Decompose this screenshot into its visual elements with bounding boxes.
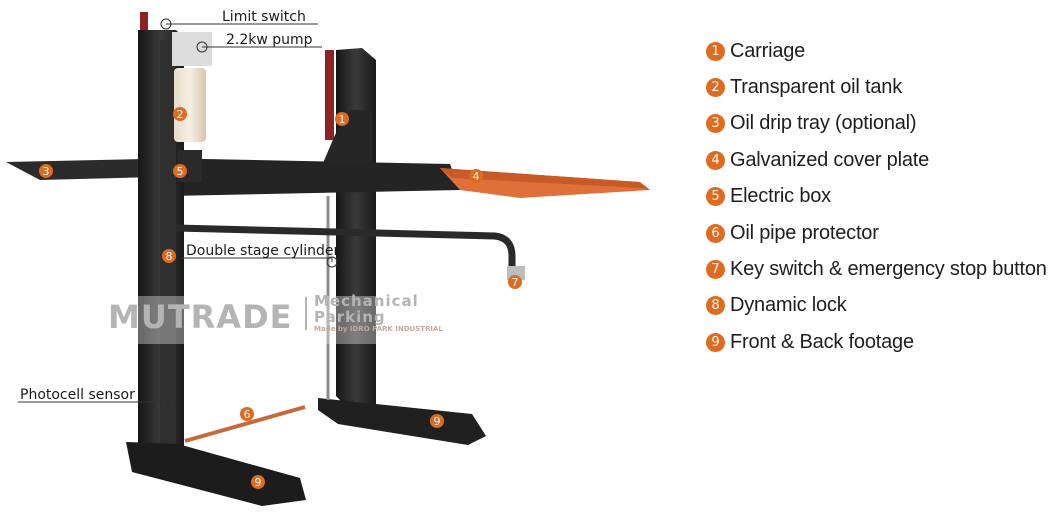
marker-5: 5: [173, 164, 187, 178]
watermark-brand: MUTRADE: [108, 298, 292, 336]
rear-right-post: [320, 48, 376, 410]
legend-number-badge: 9: [706, 332, 725, 352]
svg-text:9: 9: [434, 415, 441, 428]
red-rod: [325, 50, 334, 140]
svg-text:7: 7: [512, 276, 519, 289]
marker-7: 7: [508, 275, 522, 289]
callout-cylinder: Double stage cylinder: [186, 243, 340, 259]
svg-text:6: 6: [244, 408, 251, 421]
marker-8: 8: [162, 249, 176, 263]
legend-number-badge: 5: [706, 187, 725, 207]
watermark-line3: Made by IDRO PARK INDUSTRIAL: [314, 325, 443, 333]
legend-number-badge: 8: [706, 296, 725, 316]
oil-tank: [174, 68, 206, 142]
legend-number-badge: 7: [706, 260, 725, 280]
marker-1: 1: [335, 112, 349, 126]
legend-number-badge: 1: [706, 41, 725, 61]
oil-pipe-protector: [184, 405, 306, 443]
legend-number-badge: 2: [706, 78, 725, 98]
red-rod-front: [140, 12, 148, 42]
svg-text:2: 2: [177, 108, 184, 121]
legend-label: Oil drip tray (optional): [730, 112, 917, 135]
marker-9-front: 9: [251, 475, 265, 489]
watermark: MUTRADE Mechanical Parking Made by IDRO …: [102, 292, 510, 344]
legend-number-badge: 6: [706, 223, 725, 243]
legend-label: Galvanized cover plate: [730, 148, 930, 171]
svg-text:8: 8: [166, 250, 173, 263]
svg-text:4: 4: [473, 170, 480, 183]
svg-text:9: 9: [255, 476, 262, 489]
callout-pump: 2.2kw pump: [226, 32, 313, 48]
marker-3: 3: [39, 164, 53, 178]
legend-label: Key switch & emergency stop button: [730, 258, 1047, 281]
parking-lift-illustration: Limit switch 2.2kw pump Double stage cyl…: [6, 9, 650, 506]
hydraulic-pipe: [175, 224, 516, 266]
legend-label: Carriage: [730, 39, 806, 62]
marker-2: 2: [173, 107, 187, 121]
legend-label: Transparent oil tank: [730, 76, 903, 99]
marker-6: 6: [240, 407, 254, 421]
legend-label: Electric box: [730, 185, 831, 208]
watermark-line2: Parking: [314, 308, 386, 326]
marker-4: 4: [469, 169, 483, 183]
svg-text:1: 1: [339, 113, 346, 126]
legend-label: Oil pipe protector: [730, 221, 879, 244]
svg-text:5: 5: [177, 165, 184, 178]
front-left-foot: [126, 442, 306, 506]
callout-limit-switch: Limit switch: [222, 9, 306, 25]
legend-number-badge: 4: [706, 150, 725, 170]
marker-9-back: 9: [430, 414, 444, 428]
callout-photocell: Photocell sensor: [20, 387, 135, 403]
callout-lines: [18, 18, 338, 410]
legend-label: Dynamic lock: [730, 294, 847, 317]
legend-number-badge: 3: [706, 114, 725, 134]
svg-text:3: 3: [43, 165, 50, 178]
watermark-line1: Mechanical: [314, 292, 419, 310]
rear-right-foot: [318, 398, 486, 445]
legend-label: Front & Back footage: [730, 330, 914, 353]
pump-motor: [172, 32, 212, 66]
carriage-beam: [155, 158, 460, 196]
